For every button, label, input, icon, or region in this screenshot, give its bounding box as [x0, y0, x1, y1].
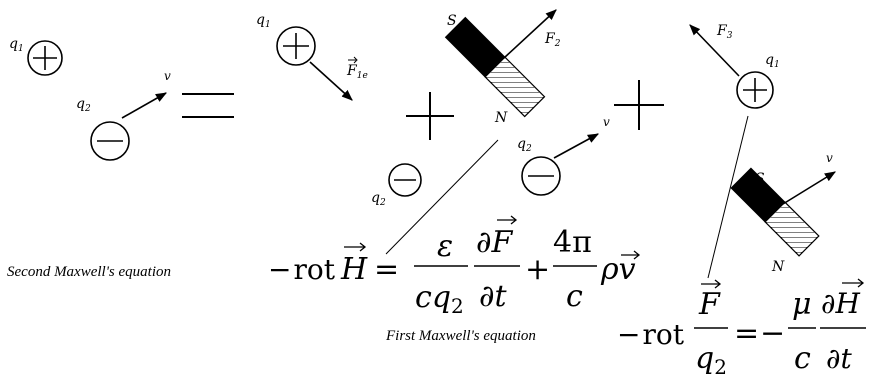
charge-q1-positive [28, 41, 62, 75]
second-maxwell-equation: Second Maxwell's equation −rot H = ε cq2… [7, 216, 639, 318]
plus: + [525, 252, 550, 287]
q2-label: q2 [76, 96, 91, 114]
scene-4: F3 q1 S N v [690, 23, 835, 278]
velocity-arrow [783, 172, 835, 204]
bar-magnet [731, 168, 819, 256]
partial-t: ∂t [479, 279, 508, 314]
charge-q1-positive [737, 72, 773, 108]
minus-rot: −rot [268, 253, 336, 286]
first-equation-label: First Maxwell's equation [385, 328, 536, 344]
scene-1: q1 q2 v [9, 36, 171, 160]
c-denominator: c [794, 341, 811, 376]
magnet-north-label: N [494, 110, 508, 126]
q1-label: q1 [765, 52, 780, 70]
force-f1e-label: F1e [346, 57, 368, 81]
force-f1e-arrow [310, 62, 352, 100]
cq2-denominator: cq2 [415, 280, 464, 318]
four-pi: 4π [553, 225, 592, 260]
velocity-arrow [554, 134, 598, 158]
partial-t: ∂t [826, 342, 852, 375]
q2-denominator: q2 [695, 341, 727, 379]
c-denominator: c [566, 279, 583, 314]
q1-label: q1 [256, 12, 271, 30]
minus-rot: −rot [617, 318, 685, 351]
minus: − [760, 316, 785, 351]
scene-2: q1 F1e q2 [256, 12, 421, 208]
f-numerator: F [698, 287, 721, 322]
force-f2-label: F2 [544, 31, 561, 49]
velocity-label: v [826, 151, 833, 165]
bar-magnet [446, 18, 545, 117]
q1-label: q1 [9, 36, 24, 54]
equals: = [734, 316, 759, 351]
charge-q1-positive [277, 27, 315, 65]
charge-q2-negative [91, 122, 129, 160]
h-vector-arrow [344, 243, 365, 251]
q2-label: q2 [371, 190, 386, 208]
charge-q2-negative [522, 157, 560, 195]
partial-f: ∂F [476, 225, 514, 260]
plus-sign [406, 92, 454, 140]
plus-sign [614, 80, 664, 130]
velocity-label: v [164, 69, 171, 83]
equals: = [374, 252, 399, 287]
equals-sign [182, 94, 234, 117]
svg-text:F1e: F1e [346, 63, 368, 81]
magnet-north-label: N [771, 259, 785, 275]
magnet-south-label: S [755, 171, 765, 187]
h-vector: H [340, 252, 368, 287]
second-equation-label: Second Maxwell's equation [7, 264, 171, 280]
mu: μ [792, 287, 812, 322]
scene-3: S N F2 q2 v [386, 10, 610, 254]
h-vector-arrow [842, 279, 863, 287]
magnet-south-label: S [447, 13, 457, 29]
epsilon: ε [437, 229, 453, 264]
f-vector-arrow [497, 216, 516, 224]
charge-q2-negative [389, 164, 421, 196]
rho-v: ρv [600, 252, 636, 287]
q2-label: q2 [517, 136, 532, 154]
velocity-label: v [603, 115, 610, 129]
force-f3-label: F3 [716, 23, 733, 41]
velocity-arrow [122, 93, 166, 118]
partial-h: ∂H [821, 287, 860, 320]
